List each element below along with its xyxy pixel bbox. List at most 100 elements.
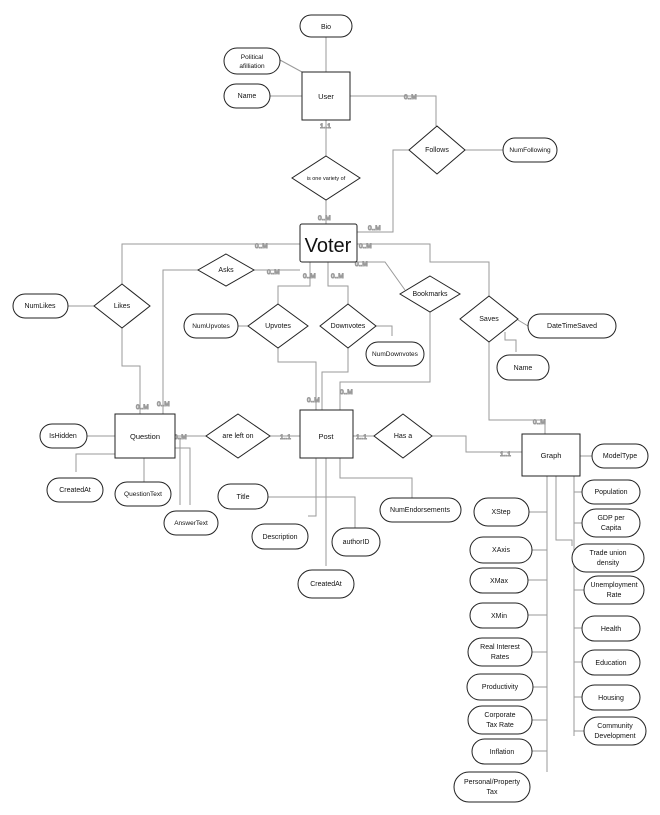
card-voter-bookmarks: 0..M bbox=[355, 261, 368, 268]
attr-housing[interactable]: Housing bbox=[581, 684, 641, 711]
card-voter-follows: 0..M bbox=[368, 225, 381, 232]
attr-community-line2: Development bbox=[594, 733, 635, 740]
attr-bio-label: Bio bbox=[321, 24, 331, 31]
entity-voter-label: Voter bbox=[305, 235, 352, 257]
attr-trade-union-line2: density bbox=[597, 560, 620, 567]
attr-real-interest-line1: Real Interest bbox=[480, 644, 520, 651]
attr-x-min[interactable]: XMin bbox=[469, 602, 529, 629]
relationship-downvotes-label: Downvotes bbox=[331, 323, 366, 330]
attr-unemployment-line2: Rate bbox=[607, 592, 622, 599]
relationship-has-a[interactable]: Has a bbox=[373, 413, 433, 459]
card-voter-likes: 0..M bbox=[255, 243, 268, 250]
attr-x-axis[interactable]: XAxis bbox=[469, 536, 533, 564]
attr-is-hidden[interactable]: IsHidden bbox=[39, 423, 88, 449]
relationship-variety[interactable]: is one variety of bbox=[291, 155, 361, 201]
relationship-likes[interactable]: Likes bbox=[93, 283, 151, 329]
attr-x-max-label: XMax bbox=[490, 578, 508, 585]
attr-model-type[interactable]: ModelType bbox=[591, 443, 649, 469]
attr-user-name[interactable]: Name bbox=[223, 83, 271, 109]
entity-graph[interactable]: Graph bbox=[521, 433, 581, 477]
attr-num-downvotes[interactable]: NumDownvotes bbox=[365, 341, 425, 367]
attr-date-time-saved[interactable]: DateTimeSaved bbox=[527, 313, 617, 339]
attr-num-likes-label: NumLikes bbox=[24, 303, 56, 310]
attr-x-axis-label: XAxis bbox=[492, 547, 510, 554]
attr-author-id-label: authorID bbox=[343, 539, 370, 546]
relationship-downvotes[interactable]: Downvotes bbox=[319, 303, 377, 349]
attr-title[interactable]: Title bbox=[217, 483, 269, 510]
card-voter-upvotes: 0..M bbox=[303, 273, 316, 280]
relationship-follows-label: Follows bbox=[425, 147, 449, 154]
attr-answer-text[interactable]: AnswerText bbox=[163, 510, 219, 536]
attr-num-likes[interactable]: NumLikes bbox=[12, 293, 69, 319]
attr-population[interactable]: Population bbox=[581, 479, 641, 505]
attr-saves-name-label: Name bbox=[514, 365, 533, 372]
card-post-has-a: 1..1 bbox=[356, 434, 367, 441]
entity-voter[interactable]: Voter bbox=[299, 223, 358, 263]
attr-unemployment-rate[interactable]: Unemployment Rate bbox=[583, 575, 645, 605]
relationship-has-a-label: Has a bbox=[394, 433, 412, 440]
attr-productivity[interactable]: Productivity bbox=[466, 673, 534, 701]
attr-saves-name[interactable]: Name bbox=[496, 354, 550, 381]
attr-education[interactable]: Education bbox=[581, 649, 641, 676]
card-post-left-on: 1..1 bbox=[280, 434, 291, 441]
attr-health-label: Health bbox=[601, 626, 621, 633]
attr-description[interactable]: Description bbox=[251, 523, 309, 550]
attr-is-hidden-label: IsHidden bbox=[49, 433, 77, 440]
attr-gdp-line1: GDP per bbox=[597, 515, 625, 522]
attr-trade-union-density[interactable]: Trade union density bbox=[571, 543, 645, 573]
relationship-saves[interactable]: Saves bbox=[459, 295, 519, 343]
attr-political-line1: Political bbox=[241, 54, 264, 61]
card-user-follows: 0..M bbox=[404, 94, 417, 101]
attr-corporate-tax-rate[interactable]: Corporate Tax Rate bbox=[467, 705, 533, 735]
attr-gdp-per-capita[interactable]: GDP per Capita bbox=[581, 508, 641, 538]
attr-bio[interactable]: Bio bbox=[299, 14, 353, 38]
attr-post-created-at[interactable]: CreatedAt bbox=[297, 569, 355, 599]
attr-education-label: Education bbox=[595, 660, 626, 667]
relationship-asks[interactable]: Asks bbox=[196, 253, 256, 287]
relationship-upvotes[interactable]: Upvotes bbox=[247, 303, 309, 349]
attr-housing-label: Housing bbox=[598, 695, 624, 702]
entity-user[interactable]: User bbox=[301, 71, 351, 121]
attr-num-endorsements-label: NumEndorsements bbox=[390, 507, 450, 514]
entity-graph-label: Graph bbox=[541, 451, 562, 460]
card-question-left-on: 0..M bbox=[174, 434, 187, 441]
relationship-bookmarks[interactable]: Bookmarks bbox=[399, 275, 461, 313]
attr-question-text[interactable]: QuestionText bbox=[114, 481, 172, 507]
attr-corporate-tax-line1: Corporate bbox=[484, 712, 515, 719]
attr-corporate-tax-line2: Tax Rate bbox=[486, 722, 514, 729]
attr-population-label: Population bbox=[594, 489, 627, 496]
attr-inflation[interactable]: Inflation bbox=[471, 738, 533, 765]
relationship-saves-label: Saves bbox=[479, 316, 499, 323]
attr-num-following[interactable]: NumFollowing bbox=[502, 137, 558, 163]
card-graph-saves: 0..M bbox=[533, 419, 546, 426]
relationship-left-on[interactable]: are left on bbox=[205, 413, 271, 459]
attr-author-id[interactable]: authorID bbox=[331, 527, 381, 557]
card-voter-saves: 0..M bbox=[359, 243, 372, 250]
relationship-follows[interactable]: Follows bbox=[408, 125, 466, 175]
attr-num-endorsements[interactable]: NumEndorsements bbox=[379, 497, 462, 523]
attr-gdp-line2: Capita bbox=[601, 525, 621, 532]
attr-x-max[interactable]: XMax bbox=[469, 567, 529, 594]
attr-question-created-at[interactable]: CreatedAt bbox=[46, 477, 104, 503]
relationship-bookmarks-label: Bookmarks bbox=[412, 291, 448, 298]
attr-num-upvotes[interactable]: NumUpvotes bbox=[183, 313, 239, 339]
card-post-bookmarks: 0..M bbox=[340, 389, 353, 396]
attr-x-step[interactable]: XStep bbox=[473, 497, 530, 527]
attr-community-development[interactable]: Community Development bbox=[583, 716, 647, 746]
connector-lines bbox=[68, 37, 592, 772]
attr-description-label: Description bbox=[262, 534, 297, 541]
attr-personal-property-tax[interactable]: Personal/Property Tax bbox=[453, 771, 531, 803]
attr-num-following-label: NumFollowing bbox=[509, 147, 551, 154]
attr-question-created-at-label: CreatedAt bbox=[59, 487, 91, 494]
entity-question[interactable]: Question bbox=[114, 413, 176, 459]
entity-post[interactable]: Post bbox=[299, 409, 354, 459]
card-voter-variety: 0..M bbox=[318, 215, 331, 222]
attr-date-time-saved-label: DateTimeSaved bbox=[547, 323, 597, 330]
attr-user-name-label: Name bbox=[238, 93, 257, 100]
attr-health[interactable]: Health bbox=[581, 615, 641, 642]
card-graph-has-a: 1..1 bbox=[500, 451, 511, 458]
attr-real-interest-rates[interactable]: Real Interest Rates bbox=[467, 637, 533, 667]
attr-x-min-label: XMin bbox=[491, 613, 507, 620]
attr-political-affiliation[interactable]: Political afilliation bbox=[223, 47, 281, 75]
